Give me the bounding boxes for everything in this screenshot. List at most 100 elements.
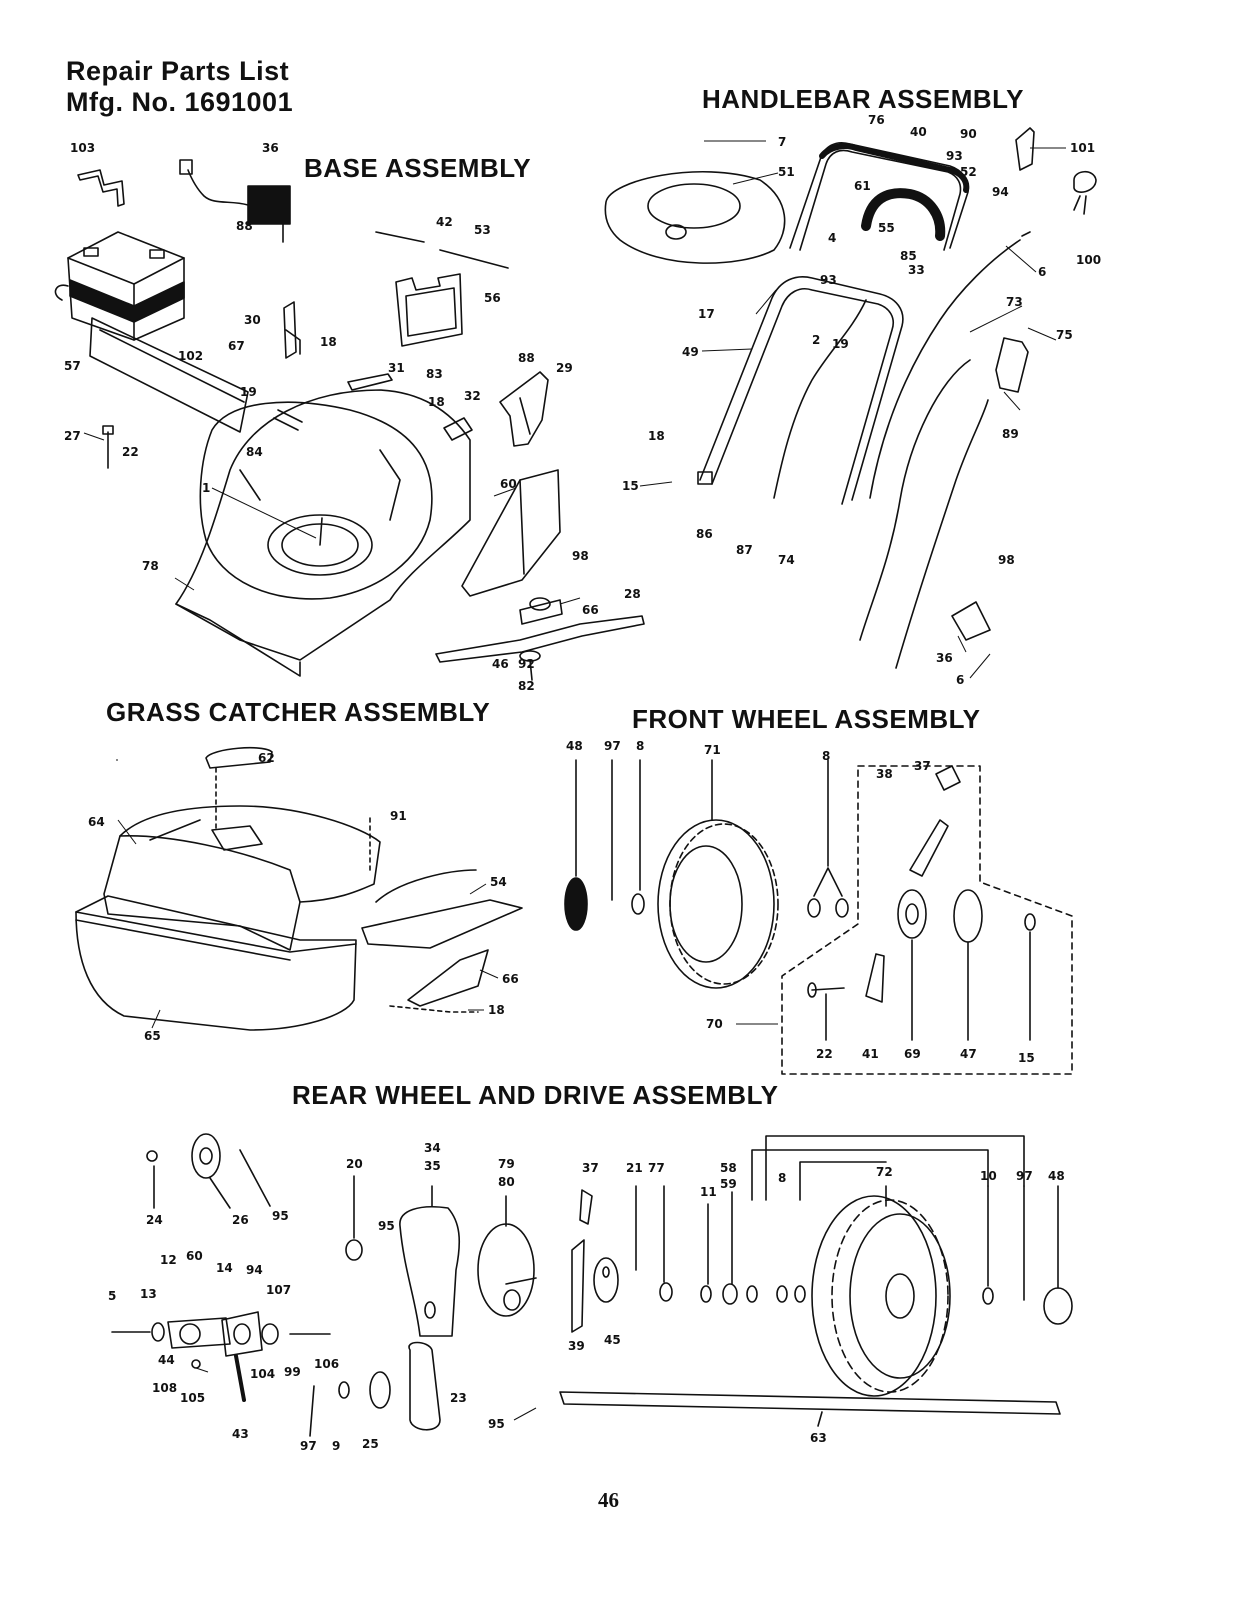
callout-label: 23 xyxy=(450,1391,467,1405)
blade-bolt-82-drawing xyxy=(519,650,541,681)
panel-66-drawing xyxy=(407,949,489,1007)
washers-8b-drawing xyxy=(807,759,849,918)
callout-label: 105 xyxy=(180,1391,205,1405)
callout-label: 5 xyxy=(108,1289,116,1303)
callout-label: 66 xyxy=(502,972,519,986)
page-number: 46 xyxy=(598,1488,619,1512)
blade-28-drawing xyxy=(435,615,645,663)
hub-cap-47-drawing xyxy=(953,889,983,1041)
callout-label: 108 xyxy=(152,1381,177,1395)
catcher-dashed-guides xyxy=(215,767,479,1013)
callout-label: 18 xyxy=(648,429,665,443)
callout-label: 60 xyxy=(186,1249,203,1263)
callout-label: 19 xyxy=(832,337,849,351)
bearing-20-drawing xyxy=(345,1175,363,1261)
callout-label: 17 xyxy=(698,307,715,321)
plate-45-drawing xyxy=(593,1257,619,1303)
callout-label: 28 xyxy=(624,587,641,601)
callout-label: 10 xyxy=(980,1169,997,1183)
callout-label: 92 xyxy=(518,657,535,671)
bracket-36b-drawing xyxy=(951,601,991,641)
front-wheel-71-drawing xyxy=(657,759,779,989)
bolts-84-drawing xyxy=(273,409,303,431)
callout-label: 95 xyxy=(488,1417,505,1431)
callout-label: 94 xyxy=(992,185,1009,199)
nut-15-drawing xyxy=(1024,913,1036,1041)
hubcap-48-drawing xyxy=(564,759,588,931)
callout-label: 29 xyxy=(556,361,573,375)
height-adjuster-29-drawing xyxy=(499,371,549,447)
callout-label: 22 xyxy=(122,445,139,459)
callout-label: 43 xyxy=(232,1427,249,1441)
callout-label: 85 xyxy=(900,249,917,263)
callout-label: 18 xyxy=(320,335,337,349)
rear-wheel-72-drawing xyxy=(811,1185,951,1397)
callout-label: 98 xyxy=(998,553,1015,567)
callout-label: 55 xyxy=(878,221,895,235)
pin-27-drawing xyxy=(102,425,114,469)
belt-23-drawing xyxy=(408,1341,441,1431)
plate-32-drawing xyxy=(443,417,473,441)
callout-label: 12 xyxy=(160,1253,177,1267)
key-100-drawing xyxy=(1073,170,1097,215)
callout-label: 11 xyxy=(700,1185,717,1199)
gear-79-drawing xyxy=(477,1195,537,1317)
axle-63-drawing xyxy=(559,1391,1061,1427)
callout-label: 52 xyxy=(960,165,977,179)
callout-label: 64 xyxy=(88,815,105,829)
callout-label: 70 xyxy=(706,1017,723,1031)
handle-62-drawing xyxy=(205,746,273,769)
section-title-base: BASE ASSEMBLY xyxy=(304,153,532,183)
callout-label: 71 xyxy=(704,743,721,757)
bracket-37b-drawing xyxy=(579,1189,593,1225)
callout-label: 97 xyxy=(1016,1169,1033,1183)
upper-handle-76-drawing xyxy=(789,142,970,251)
nut-10-drawing xyxy=(982,1185,994,1305)
ring-24-drawing xyxy=(146,1150,158,1209)
wire-harness-74-drawing xyxy=(773,231,1031,669)
callout-label: 40 xyxy=(910,125,927,139)
callout-label: 107 xyxy=(266,1283,291,1297)
callout-label: 9 xyxy=(332,1439,340,1453)
callout-label: 37 xyxy=(914,759,931,773)
bracket-31-drawing xyxy=(347,373,393,391)
callout-label: 53 xyxy=(474,223,491,237)
catcher-top-64-drawing xyxy=(103,805,381,951)
mower-deck-78-drawing xyxy=(175,389,471,677)
callout-label: 51 xyxy=(778,165,795,179)
callout-label: 67 xyxy=(228,339,245,353)
callout-label: 106 xyxy=(314,1357,339,1371)
discharge-chute-60-drawing xyxy=(461,469,561,597)
section-title-front-wheel: FRONT WHEEL ASSEMBLY xyxy=(632,704,981,734)
callout-label: 30 xyxy=(244,313,261,327)
callout-label: 15 xyxy=(1018,1051,1035,1065)
callout-label: 6 xyxy=(956,673,964,687)
callout-label: 65 xyxy=(144,1029,161,1043)
callout-label: 78 xyxy=(142,559,159,573)
lever-39-drawing xyxy=(571,1239,585,1333)
callout-label: 56 xyxy=(484,291,501,305)
callout-label: 41 xyxy=(862,1047,879,1061)
callout-label: 8 xyxy=(822,749,830,763)
callout-label: 36 xyxy=(262,141,279,155)
blade-adapter-66-drawing xyxy=(519,597,563,625)
callout-label: 101 xyxy=(1070,141,1095,155)
callout-label: 37 xyxy=(582,1161,599,1175)
callout-label: 59 xyxy=(720,1177,737,1191)
rod-42-drawing xyxy=(375,231,509,269)
bracket-lines-rear xyxy=(751,1135,1025,1201)
bolt-22-drawing xyxy=(807,982,845,1041)
callout-label: 77 xyxy=(648,1161,665,1175)
callout-label: 62 xyxy=(258,751,275,765)
callout-label: 69 xyxy=(904,1047,921,1061)
page-title-line2: Mfg. No. 1691001 xyxy=(66,87,294,117)
callout-label: 89 xyxy=(1002,427,1019,441)
section-title-handlebar: HANDLEBAR ASSEMBLY xyxy=(702,84,1024,114)
callout-label: 42 xyxy=(436,215,453,229)
callout-label: 48 xyxy=(566,739,583,753)
deflector-54-drawing xyxy=(361,869,523,949)
callout-label: 26 xyxy=(232,1213,249,1227)
section-title-rear-wheel: REAR WHEEL AND DRIVE ASSEMBLY xyxy=(292,1080,779,1110)
front-wheel-kit-box-70 xyxy=(781,765,1073,1075)
callout-label: 87 xyxy=(736,543,753,557)
